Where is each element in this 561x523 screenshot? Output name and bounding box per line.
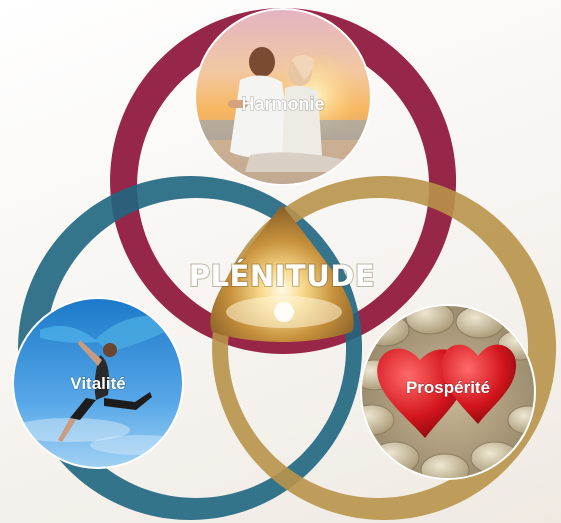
plenitude-core bbox=[210, 205, 354, 342]
photo-prosperite: Prospérité bbox=[360, 304, 536, 480]
plenitude-label: PLÉNITUDE bbox=[189, 259, 375, 293]
vitalite-label: Vitalité bbox=[70, 374, 125, 393]
photo-harmonie: Harmonie bbox=[194, 8, 372, 186]
prosperite-label: Prospérité bbox=[406, 378, 490, 397]
harmonie-label: Harmonie bbox=[241, 94, 324, 114]
